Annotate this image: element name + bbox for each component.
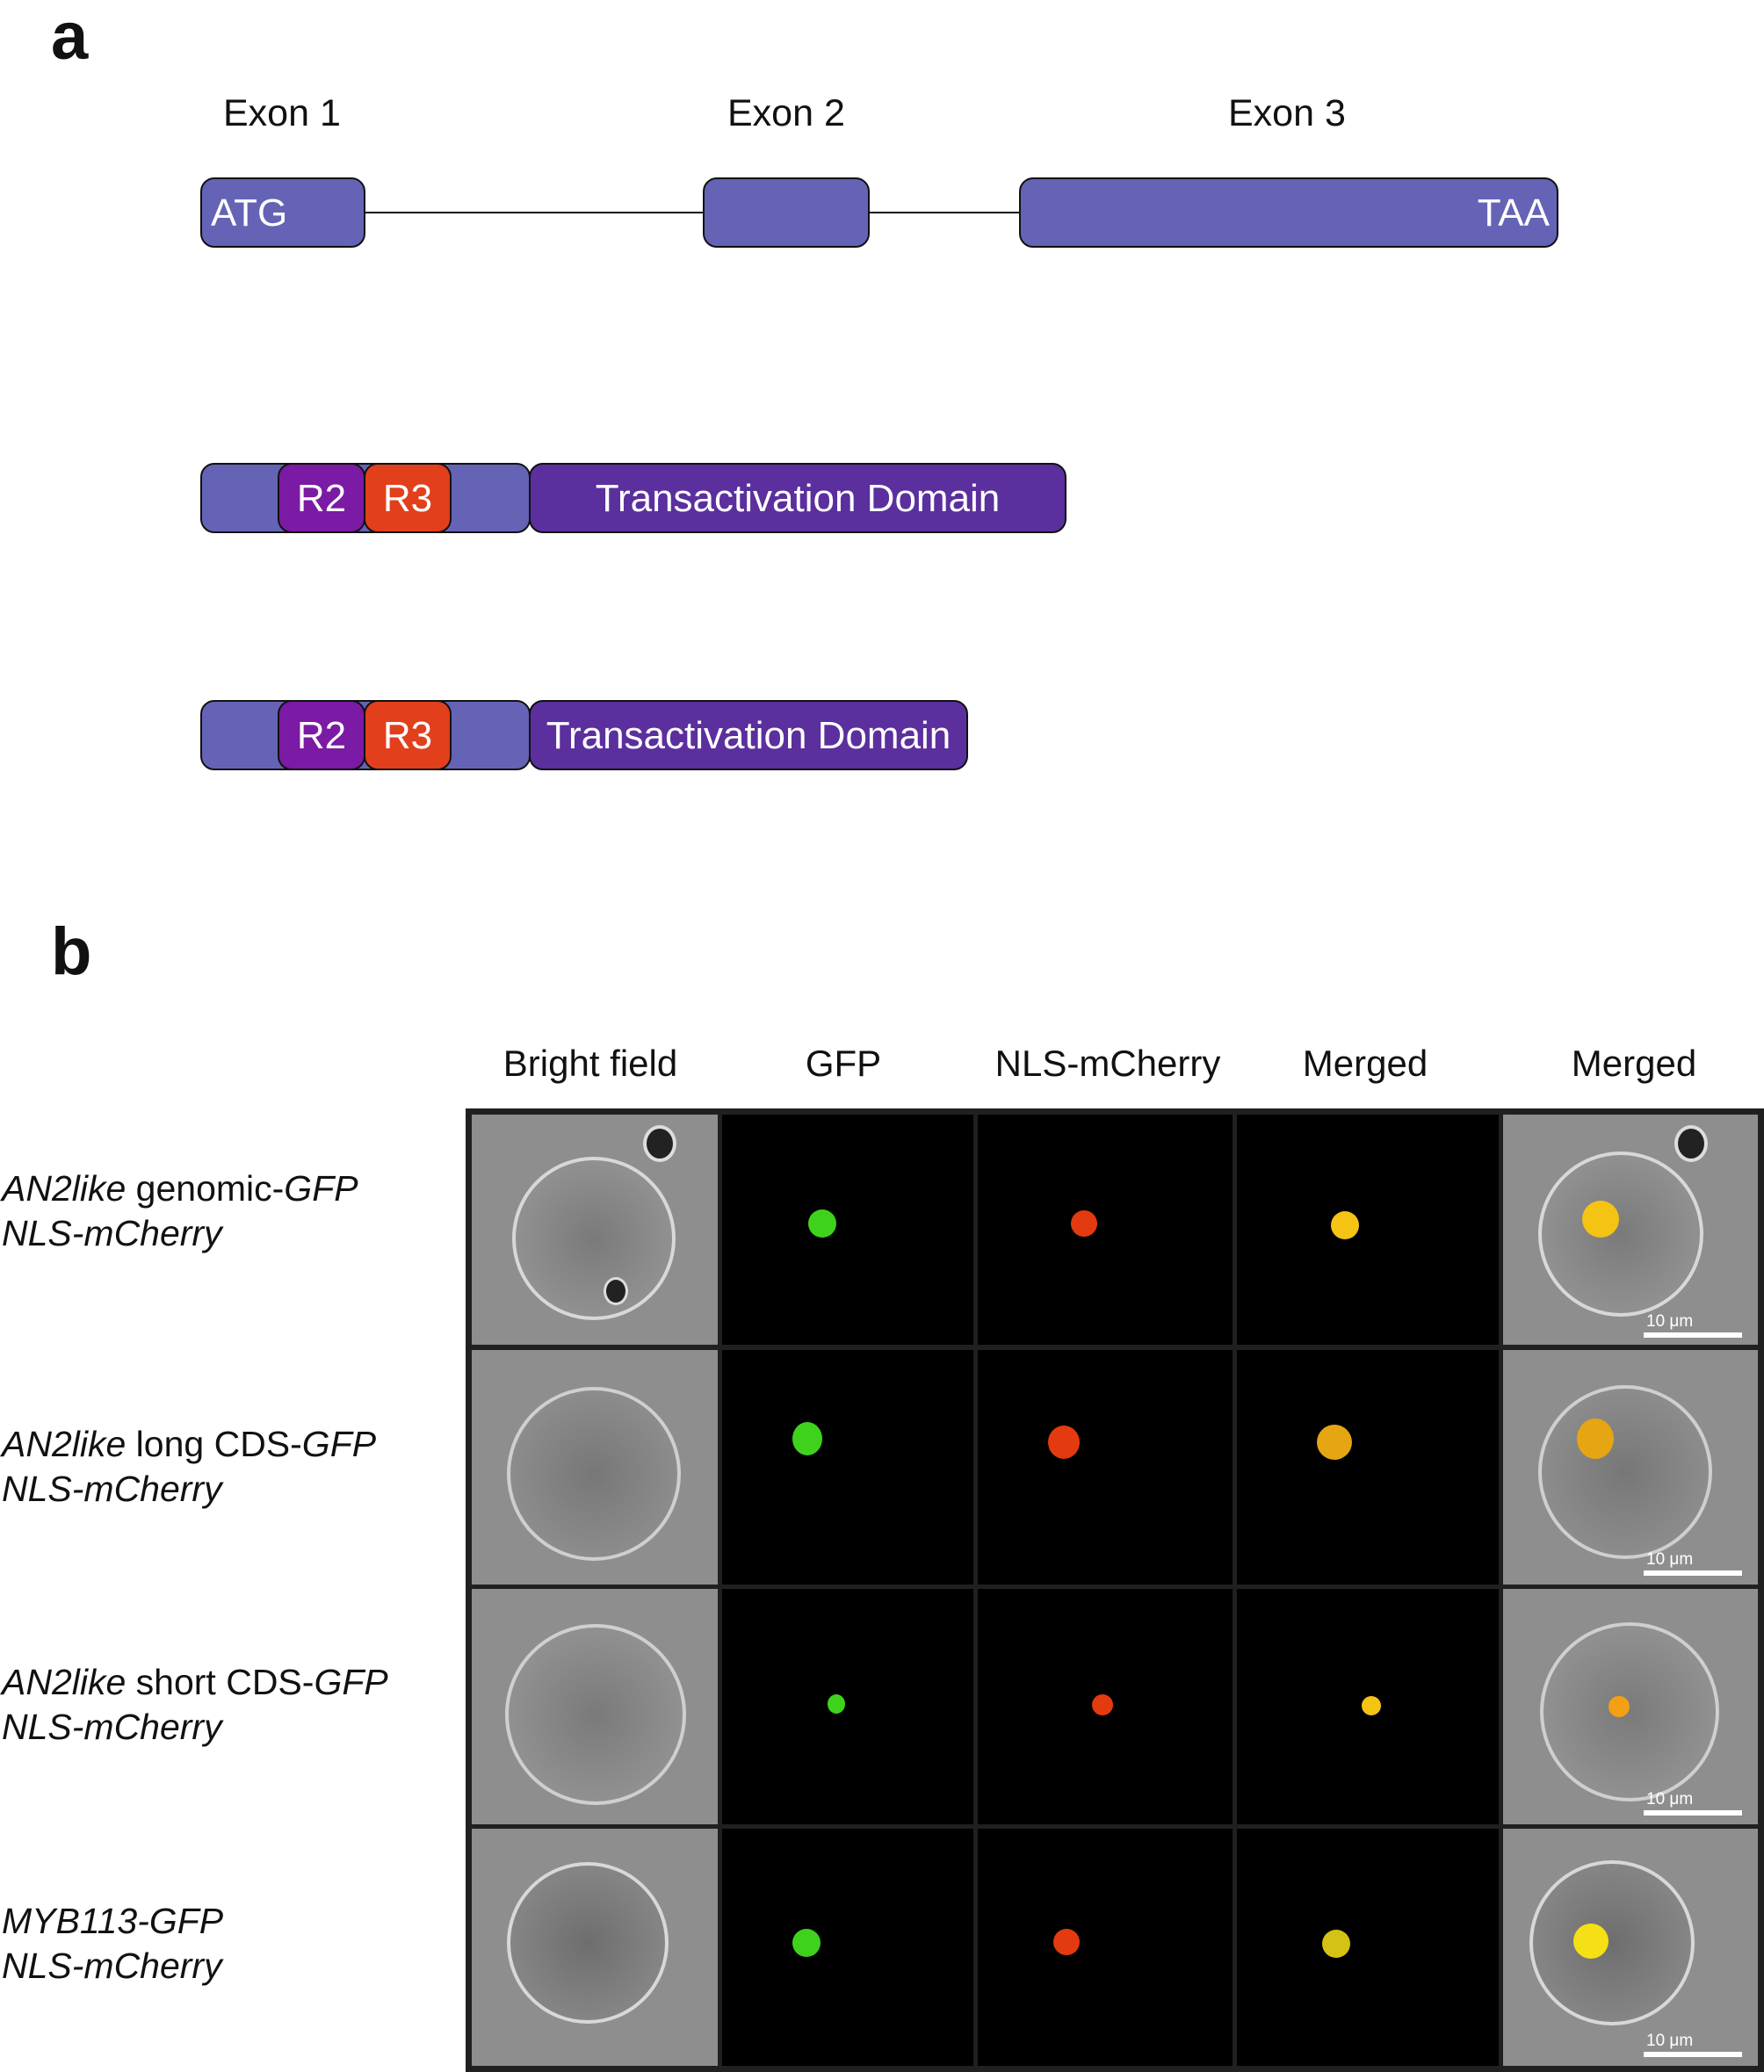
row-label-long-cds: AN2like long CDS-GFP NLS-mCherry bbox=[2, 1424, 377, 1509]
mcherry-signal bbox=[1071, 1210, 1097, 1237]
merged-signal bbox=[1362, 1696, 1381, 1715]
bright-field-image bbox=[472, 1350, 718, 1585]
column-header-gfp: GFP bbox=[805, 1043, 882, 1084]
merged-bright-field-image: 10 μm bbox=[1503, 1829, 1758, 2066]
scale-bar bbox=[1644, 1810, 1742, 1816]
merged-signal bbox=[1331, 1211, 1359, 1239]
protein-long-transactivation-domain: Transactivation Domain bbox=[529, 463, 1066, 533]
row-label-short-cds: AN2like short CDS-GFP NLS-mCherry bbox=[2, 1662, 388, 1747]
merged-image bbox=[1237, 1589, 1499, 1824]
scale-bar-label: 10 μm bbox=[1646, 2032, 1694, 2050]
protein-long-r2-domain: R2 bbox=[278, 463, 365, 533]
scale-bar-label: 10 μm bbox=[1646, 1790, 1694, 1808]
mcherry-image bbox=[978, 1115, 1233, 1345]
exon-3-label: Exon 3 bbox=[1228, 92, 1346, 134]
mcherry-image bbox=[978, 1350, 1233, 1585]
merged-image bbox=[1237, 1829, 1499, 2066]
mcherry-signal bbox=[1092, 1694, 1113, 1715]
gfp-signal bbox=[792, 1422, 822, 1455]
transactivation-domain-label: Transactivation Domain bbox=[595, 477, 1001, 520]
gfp-signal bbox=[828, 1694, 845, 1714]
microscopy-grid: 10 μm 10 μm 10 μm bbox=[466, 1108, 1764, 2072]
column-header-nls-mcherry: NLS-mCherry bbox=[994, 1043, 1221, 1084]
bright-field-image bbox=[472, 1115, 718, 1345]
row-label-genomic: AN2like genomic-GFP NLS-mCherry bbox=[2, 1168, 358, 1253]
scale-bar-label: 10 μm bbox=[1646, 1550, 1694, 1569]
exon-3-box: TAA bbox=[1019, 177, 1558, 248]
merged-bright-field-image: 10 μm bbox=[1503, 1589, 1758, 1824]
gfp-image bbox=[722, 1829, 973, 2066]
exon-2-box bbox=[703, 177, 870, 248]
protein-short-transactivation-domain: Transactivation Domain bbox=[529, 700, 968, 770]
transactivation-domain-label: Transactivation Domain bbox=[546, 714, 951, 757]
gfp-image bbox=[722, 1589, 973, 1824]
scale-bar bbox=[1644, 1570, 1742, 1576]
intron-2 bbox=[868, 212, 1021, 213]
gfp-image bbox=[722, 1115, 973, 1345]
exon-2-label: Exon 2 bbox=[727, 92, 845, 134]
panel-b-letter: b bbox=[51, 914, 92, 989]
exon-1-label: Exon 1 bbox=[223, 92, 341, 134]
column-header-merged-bright-field: Merged bbox=[1571, 1043, 1697, 1084]
merged-signal bbox=[1317, 1425, 1352, 1460]
merged-image bbox=[1237, 1350, 1499, 1585]
mcherry-image bbox=[978, 1589, 1233, 1824]
r2-label: R2 bbox=[296, 477, 347, 520]
merged-signal bbox=[1322, 1930, 1350, 1958]
protein-short-r2-domain: R2 bbox=[278, 700, 365, 770]
bright-field-image bbox=[472, 1829, 718, 2066]
r3-label: R3 bbox=[382, 477, 433, 520]
gfp-signal bbox=[808, 1209, 836, 1238]
exon-1-box: ATG bbox=[200, 177, 365, 248]
protein-long-r3-domain: R3 bbox=[364, 463, 452, 533]
mcherry-image bbox=[978, 1829, 1233, 2066]
r3-label: R3 bbox=[382, 714, 433, 757]
merged-bright-field-image: 10 μm bbox=[1503, 1115, 1758, 1345]
scale-bar bbox=[1644, 1332, 1742, 1338]
column-header-bright-field: Bright field bbox=[502, 1043, 678, 1084]
r2-label: R2 bbox=[296, 714, 347, 757]
start-codon-label: ATG bbox=[211, 191, 288, 235]
row-label-myb113: MYB113-GFP NLS-mCherry bbox=[2, 1901, 224, 1986]
column-header-merged: Merged bbox=[1302, 1043, 1428, 1084]
mcherry-signal bbox=[1048, 1426, 1080, 1459]
scale-bar-label: 10 μm bbox=[1646, 1312, 1694, 1331]
intron-1 bbox=[364, 212, 706, 213]
panel-a-letter: a bbox=[51, 0, 89, 74]
protein-short-r3-domain: R3 bbox=[364, 700, 452, 770]
gfp-image bbox=[722, 1350, 973, 1585]
merged-bright-field-image: 10 μm bbox=[1503, 1350, 1758, 1585]
gfp-signal bbox=[792, 1929, 821, 1957]
merged-image bbox=[1237, 1115, 1499, 1345]
mcherry-signal bbox=[1053, 1929, 1080, 1955]
stop-codon-label: TAA bbox=[1477, 191, 1550, 235]
bright-field-image bbox=[472, 1589, 718, 1824]
scale-bar bbox=[1644, 2052, 1742, 2057]
